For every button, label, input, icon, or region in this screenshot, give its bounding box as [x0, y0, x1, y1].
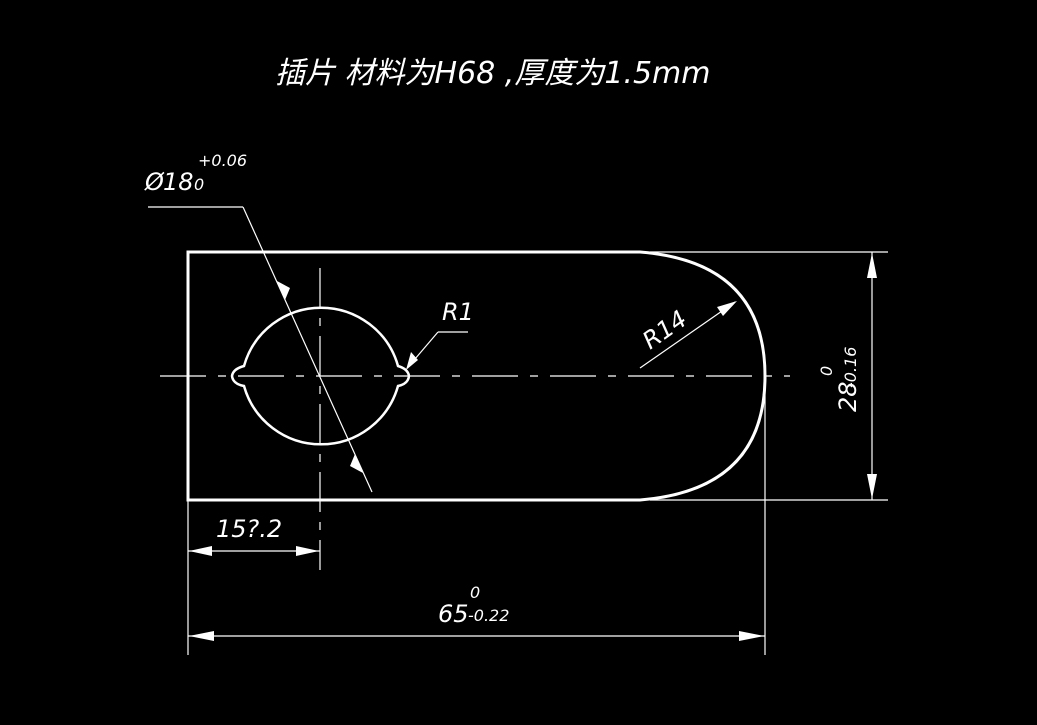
height-value: 28 [834, 381, 862, 412]
r14-arrow [717, 301, 737, 316]
r1-label: R1 [442, 298, 474, 326]
diameter-value: 18 [163, 168, 194, 196]
length-upper-tolerance: 0 [470, 583, 480, 602]
diameter-symbol: Ø [144, 168, 165, 196]
diameter-arrow-bottom [350, 454, 363, 473]
hole-outline [230, 306, 411, 446]
height-lower-tolerance: -0.16 [841, 347, 860, 388]
diameter-lower-tolerance: 0 [194, 175, 204, 194]
r14-label: R14 [637, 305, 692, 355]
hole-position-arrow-right [296, 546, 319, 556]
hole-position-arrow-left [189, 546, 212, 556]
height-arrow-bottom [867, 474, 877, 499]
diameter-leader-diagonal [242, 206, 373, 493]
length-arrow-right [739, 631, 764, 641]
length-lower-tolerance: -0.22 [468, 606, 509, 625]
height-arrow-top [867, 253, 877, 278]
r1-arrow [406, 352, 418, 370]
length-value: 65 [438, 600, 469, 628]
height-upper-tolerance: 0 [817, 366, 836, 376]
diameter-arrow-top [277, 281, 290, 300]
hole-position-label: 15?.2 [216, 515, 282, 543]
drawing-title: 插片 材料为H68 ,厚度为1.5mm [275, 56, 711, 91]
diameter-upper-tolerance: +0.06 [198, 151, 247, 170]
length-arrow-left [189, 631, 214, 641]
r14-leader [639, 301, 736, 369]
